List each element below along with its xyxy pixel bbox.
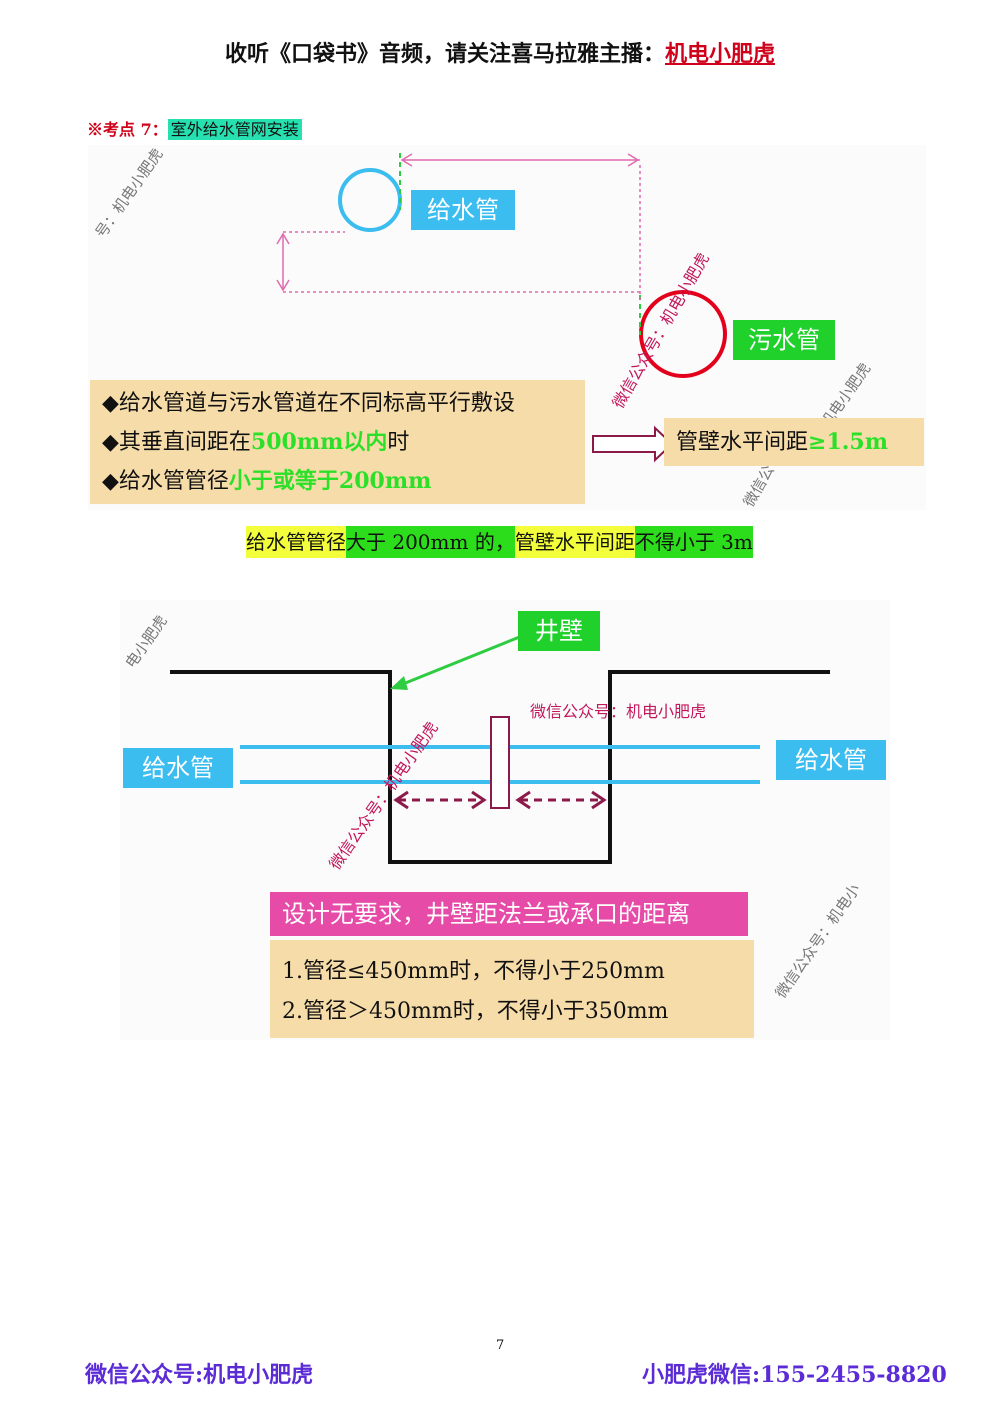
footer-right: 小肥虎微信:155-2455-8820: [642, 1362, 947, 1388]
distance-title: 设计无要求，井壁距法兰或承口的距离: [270, 892, 748, 936]
result-box: 管壁水平间距≥1.5m: [664, 418, 924, 466]
distance-rule-1: 1.管径≤450mm时，不得小于250mm: [282, 959, 665, 984]
result-arrow: [592, 425, 674, 463]
figure-1-drawing: [276, 153, 727, 463]
distance-rule-2: 2.管径＞450mm时，不得小于350mm: [282, 999, 669, 1024]
section-label: ※考点 7：: [87, 120, 168, 139]
left-supply-pipe-label: 给水管: [123, 748, 233, 788]
dim-arrow-left: [400, 153, 413, 167]
condition-2: ◆其垂直间距在500mm以内时: [102, 429, 410, 455]
condition-3: ◆给水管管径小于或等于200mm: [102, 468, 432, 494]
vdim-arrow-bottom: [276, 279, 290, 292]
result-text: 管壁水平间距: [676, 430, 809, 455]
supply-pipe-label: 给水管: [411, 190, 515, 230]
right-arrowhead-2: [591, 790, 607, 810]
well-wall-label: 井壁: [518, 611, 600, 651]
right-arrowhead: [515, 790, 531, 810]
supply-pipe-circle: [338, 168, 402, 232]
distance-rules-box: 1.管径≤450mm时，不得小于250mm 2.管径＞450mm时，不得小于35…: [270, 940, 754, 1038]
figure-2-drawing: [170, 634, 830, 864]
left-arrowhead-2: [471, 790, 487, 810]
header-prefix: 收听《口袋书》音频，请关注喜马拉雅主播：: [224, 41, 665, 67]
section-heading: ※考点 7：室外给水管网安装: [87, 116, 302, 140]
wall-pointer-head: [390, 676, 408, 690]
page-number: 7: [496, 1338, 505, 1353]
header-host: 机电小肥虎: [665, 41, 776, 67]
sewage-pipe-label: 污水管: [733, 320, 835, 360]
section-title: 室外给水管网安装: [167, 119, 302, 140]
rule-large-diameter: 给水管管径大于 200mm 的，管壁水平间距不得小于 3m: [246, 526, 753, 558]
flange: [490, 716, 510, 809]
watermark-6: 微信公众号：机电小肥虎: [530, 702, 707, 721]
left-arrowhead: [393, 790, 409, 810]
right-supply-pipe-label: 给水管: [776, 740, 886, 780]
footer-left: 微信公众号:机电小肥虎: [85, 1362, 314, 1388]
well-wall-left: [170, 670, 830, 864]
dim-arrow-right: [627, 153, 640, 167]
page-header: 收听《口袋书》音频，请关注喜马拉雅主播：机电小肥虎: [0, 36, 1000, 68]
wall-pointer: [397, 634, 523, 688]
conditions-box: ◆给水管道与污水管道在不同标高平行敷设 ◆其垂直间距在500mm以内时 ◆给水管…: [90, 380, 585, 504]
result-value: ≥1.5m: [808, 429, 889, 455]
condition-1: ◆给水管道与污水管道在不同标高平行敷设: [102, 391, 515, 416]
vdim-arrow-top: [276, 232, 290, 245]
